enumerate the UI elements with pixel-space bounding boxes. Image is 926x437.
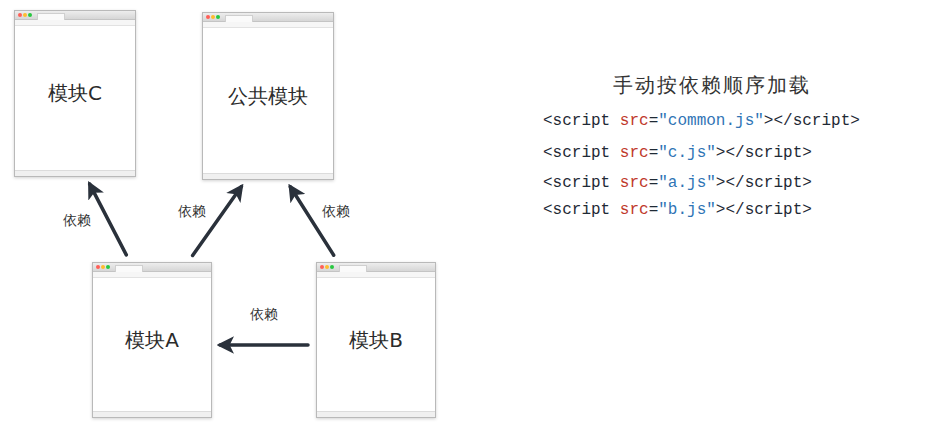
box-title: 公共模块	[228, 83, 308, 110]
window-button	[96, 265, 100, 269]
code-token: "c.js"	[658, 144, 716, 162]
window-title-bar	[93, 263, 211, 272]
code-token: <script	[543, 201, 610, 219]
window-title-bar	[317, 263, 435, 272]
address-bar	[15, 20, 135, 26]
code-line: <script src="common.js"></script>	[543, 112, 860, 130]
code-token: src	[620, 174, 649, 192]
status-bar	[317, 411, 435, 417]
window-button	[106, 265, 110, 269]
address-bar	[93, 272, 211, 278]
code-token: "common.js"	[658, 112, 764, 130]
window-button	[23, 13, 27, 17]
window-button	[206, 15, 210, 19]
window-button	[216, 15, 220, 19]
box-title: 模块B	[349, 327, 403, 354]
code-line: <script src="b.js"></script>	[543, 201, 812, 219]
code-token: src	[620, 201, 649, 219]
edge-label: 依赖	[61, 212, 93, 230]
browser-window-box: 模块A	[92, 262, 212, 418]
code-token: ></script>	[764, 112, 860, 130]
window-button	[28, 13, 32, 17]
edge-label: 依赖	[248, 306, 280, 324]
code-token: "a.js"	[658, 174, 716, 192]
code-token: =	[649, 174, 659, 192]
window-tab	[225, 15, 253, 22]
code-token: =	[649, 201, 659, 219]
window-button	[330, 265, 334, 269]
window-button	[325, 265, 329, 269]
dependency-arrow	[290, 187, 333, 255]
code-token: src	[620, 112, 649, 130]
status-bar	[15, 170, 135, 176]
code-token: ></script>	[716, 144, 812, 162]
code-token: =	[649, 112, 659, 130]
status-bar	[203, 173, 333, 179]
dependency-arrow	[220, 343, 308, 347]
code-line: <script src="a.js"></script>	[543, 174, 812, 192]
window-tab	[37, 13, 65, 20]
window-button	[18, 13, 22, 17]
dependency-arrow	[193, 187, 242, 256]
box-title: 模块A	[125, 327, 179, 354]
code-token: <script	[543, 112, 610, 130]
code-token: src	[620, 144, 649, 162]
window-tab	[339, 265, 367, 272]
browser-window-box: 公共模块	[202, 12, 334, 180]
code-token: ></script>	[716, 201, 812, 219]
address-bar	[317, 272, 435, 278]
window-tab	[115, 265, 143, 272]
code-token: "b.js"	[658, 201, 716, 219]
code-token: <script	[543, 144, 610, 162]
address-bar	[203, 22, 333, 28]
window-title-bar	[15, 11, 135, 20]
box-title: 模块C	[48, 80, 102, 107]
status-bar	[93, 411, 211, 417]
code-token: <script	[543, 174, 610, 192]
code-line: <script src="c.js"></script>	[543, 144, 812, 162]
edge-label: 依赖	[320, 203, 352, 221]
code-token: ></script>	[716, 174, 812, 192]
window-title-bar	[203, 13, 333, 22]
window-button	[101, 265, 105, 269]
browser-window-box: 模块C	[14, 10, 136, 177]
browser-window-box: 模块B	[316, 262, 436, 418]
window-button	[211, 15, 215, 19]
code-token: =	[649, 144, 659, 162]
window-button	[320, 265, 324, 269]
section-heading: 手动按依赖顺序加载	[613, 72, 811, 99]
dependency-arrow	[90, 184, 127, 255]
edge-label: 依赖	[176, 203, 208, 221]
